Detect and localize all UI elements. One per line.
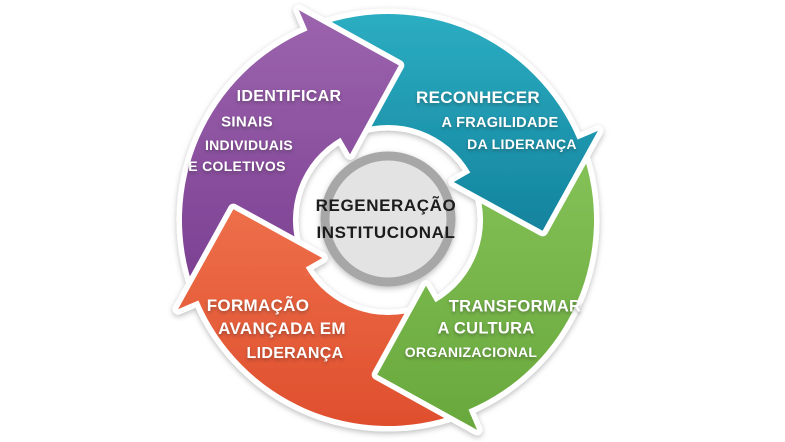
step-label-line: DA LIDERANÇA [467,136,577,152]
step-label-line: A FRAGILIDADE [441,115,559,131]
center-circle [320,151,456,287]
step-label-line: INDIVIDUAIS [204,137,294,153]
step-label-line: E COLETIVOS [188,158,286,174]
step-label-line: LIDERANÇA [246,345,344,362]
center-label-line: REGENERAÇÃO [315,196,457,215]
step-label-line: A CULTURA [437,319,535,338]
step-label-line: AVANÇADA EM [218,319,346,338]
step-label-line: RECONHECER [416,88,540,107]
step-label-line: FORMAÇÃO [206,296,310,315]
step-label-line: TRANSFORMAR [448,297,582,316]
center-label-line: INSTITUCIONAL [316,223,456,242]
step-label-line: SINAIS [221,113,273,131]
step-label-line: ORGANIZACIONAL [404,344,538,360]
step-label-line: IDENTIFICAR [236,88,342,105]
